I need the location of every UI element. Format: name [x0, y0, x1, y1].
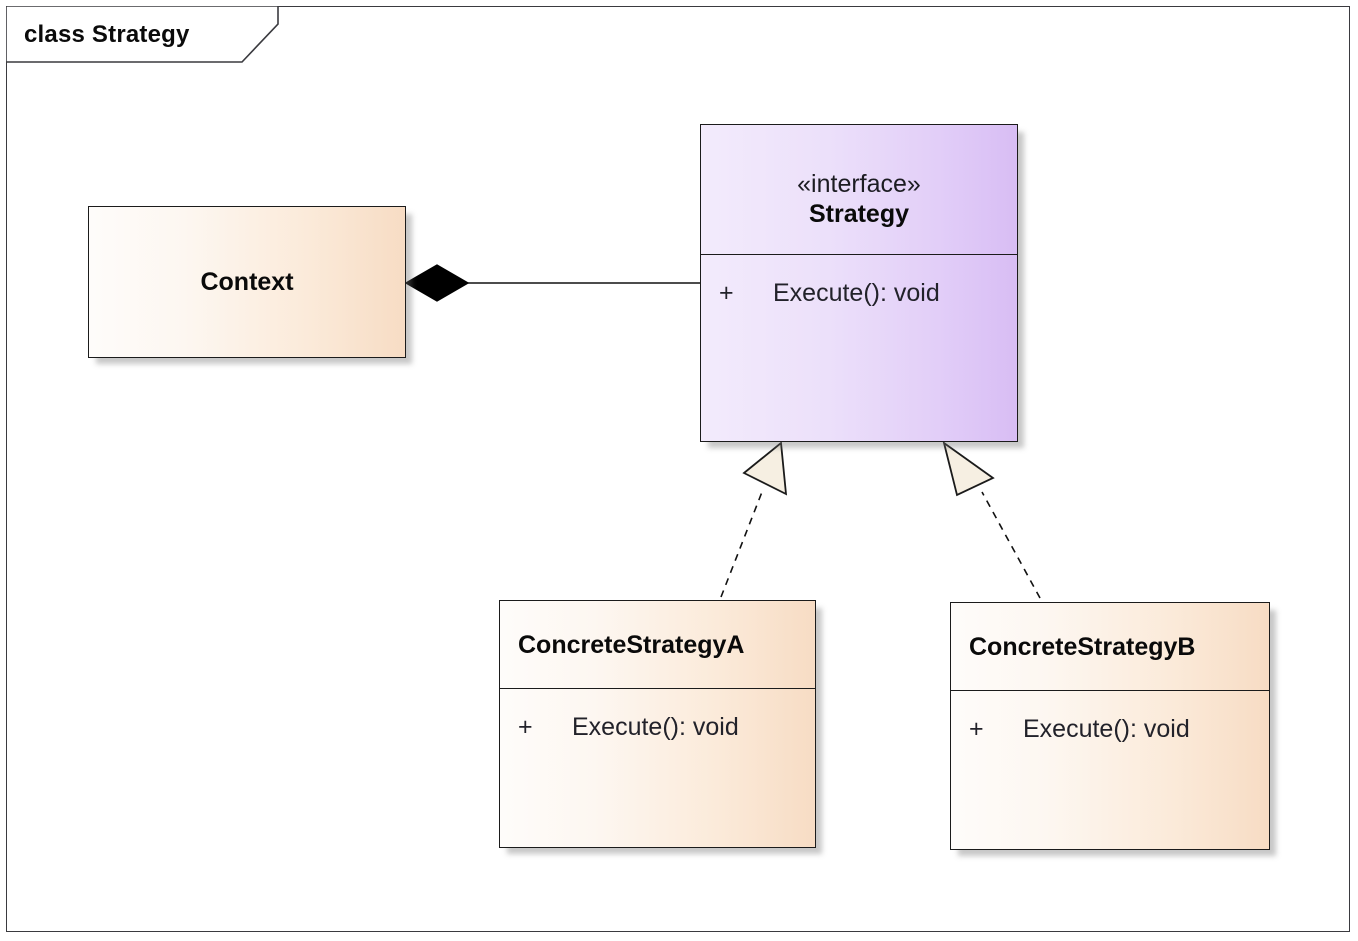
strategy-class-name: Strategy — [808, 199, 910, 228]
strategy-name-compartment: «interface» Strategy — [701, 125, 1017, 255]
concrete-b-operations-compartment: + Execute(): void — [951, 691, 1269, 849]
visibility-marker: + — [719, 279, 734, 307]
concrete-a-operations-compartment: + Execute(): void — [500, 689, 815, 847]
concrete-a-class-name: ConcreteStrategyA — [518, 630, 745, 659]
strategy-operations-compartment: + Execute(): void — [701, 255, 1017, 441]
class-box-context[interactable]: Context — [88, 206, 406, 358]
class-box-strategy[interactable]: «interface» Strategy + Execute(): void — [700, 124, 1018, 442]
class-box-concrete-strategy-a[interactable]: ConcreteStrategyA + Execute(): void — [499, 600, 816, 848]
strategy-stereotype: «interface» — [797, 170, 921, 199]
context-class-name: Context — [200, 268, 294, 296]
operation-signature: Execute(): void — [1023, 715, 1190, 743]
frame-title: class Strategy — [24, 21, 190, 48]
operation-signature: Execute(): void — [572, 713, 739, 741]
concrete-b-name-compartment: ConcreteStrategyB — [951, 603, 1269, 691]
operation-row: + Execute(): void — [701, 279, 1017, 308]
operation-row: + Execute(): void — [951, 715, 1269, 744]
concrete-b-class-name: ConcreteStrategyB — [969, 632, 1196, 661]
class-box-concrete-strategy-b[interactable]: ConcreteStrategyB + Execute(): void — [950, 602, 1270, 850]
concrete-a-name-compartment: ConcreteStrategyA — [500, 601, 815, 689]
operation-signature: Execute(): void — [773, 279, 940, 307]
context-name-compartment: Context — [89, 207, 405, 357]
visibility-marker: + — [518, 713, 533, 741]
diagram-frame — [6, 6, 1350, 932]
operation-row: + Execute(): void — [500, 713, 815, 742]
visibility-marker: + — [969, 715, 984, 743]
frame-tab — [6, 6, 284, 64]
